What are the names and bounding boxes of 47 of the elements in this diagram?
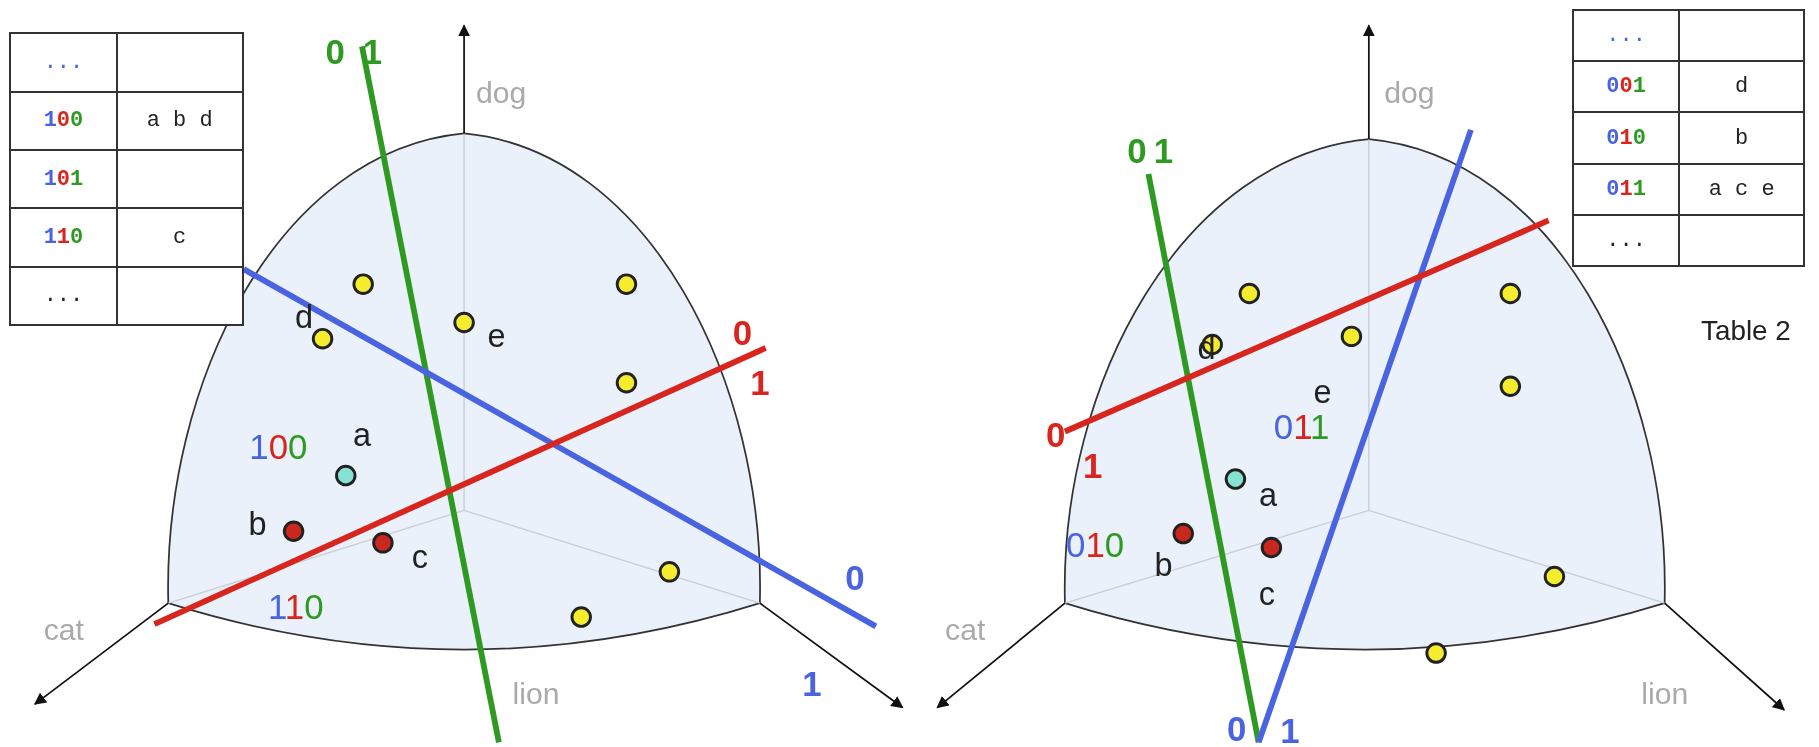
text-label: b — [248, 508, 267, 541]
text-label: e — [487, 320, 506, 353]
text-label: e — [1313, 375, 1332, 409]
text-label: a — [352, 418, 371, 452]
text-label: lion — [1641, 678, 1689, 709]
table-cell: a b d — [116, 91, 243, 151]
text-label: a — [1258, 479, 1277, 512]
table-cell: 110 — [10, 208, 117, 267]
region-code: 010 — [1066, 527, 1125, 563]
text-label: dog — [1384, 77, 1435, 108]
table-cell: c — [116, 208, 243, 267]
table-cell: 101 — [10, 150, 117, 209]
text-label: Table 2 — [1701, 316, 1791, 345]
side-label: 0 — [325, 34, 345, 70]
text-label: cat — [43, 614, 84, 645]
table-cell: a c e — [1679, 163, 1805, 215]
side-label: 0 — [1046, 417, 1066, 453]
side-label: 0 — [1226, 711, 1247, 746]
side-label: 1 — [1083, 448, 1103, 484]
table-cell: d — [1679, 61, 1805, 113]
table-cell: 001 — [1572, 61, 1680, 113]
table-cell: ... — [1572, 10, 1680, 62]
region-code: 110 — [268, 589, 324, 625]
table-cell: 100 — [10, 91, 117, 151]
side-label: 1 — [750, 365, 770, 401]
side-label: 1 — [1280, 713, 1300, 747]
side-label: 0 — [845, 560, 865, 596]
table-cell: ... — [1572, 214, 1680, 266]
side-label: 1 — [362, 34, 383, 70]
text-label: d — [294, 300, 313, 333]
side-label: 0 — [1127, 133, 1147, 169]
side-label: 1 — [802, 667, 822, 702]
table-cell: 010 — [1572, 112, 1680, 164]
text-label: cat — [945, 614, 986, 645]
region-code: 011 — [1273, 409, 1330, 445]
text-label: c — [1258, 577, 1275, 611]
text-label: b — [1154, 548, 1173, 582]
text-label: c — [411, 540, 429, 574]
side-label: 0 — [732, 315, 753, 351]
table-cell: ... — [10, 266, 117, 325]
region-code: 100 — [249, 429, 308, 464]
text-label: lion — [512, 678, 560, 709]
table-cell: ... — [10, 33, 117, 92]
table-cell: 011 — [1572, 163, 1680, 215]
side-label: 1 — [1153, 133, 1174, 169]
table-cell: b — [1679, 112, 1805, 164]
text-label: dog — [476, 77, 527, 108]
